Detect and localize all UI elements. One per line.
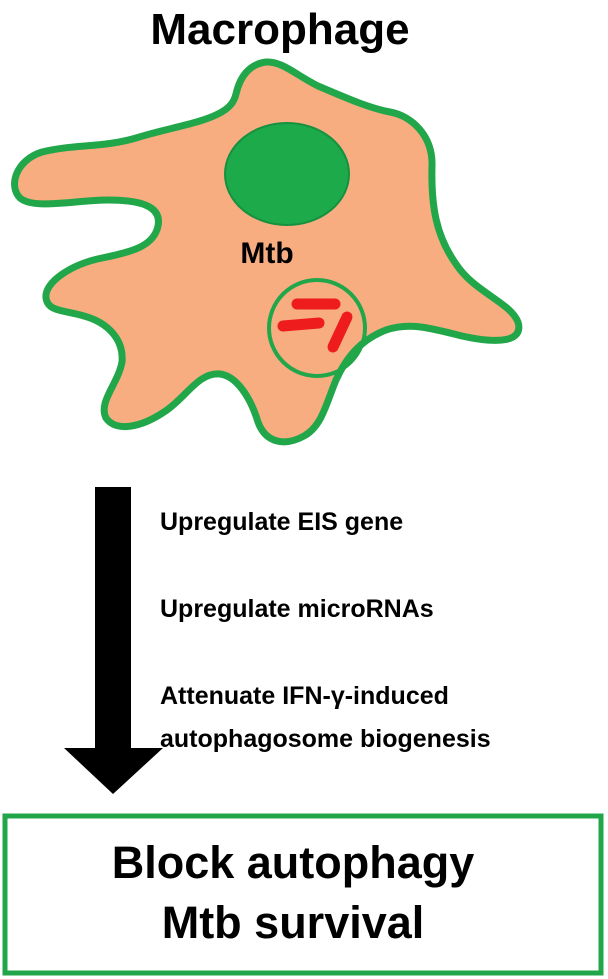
- nucleus: [224, 122, 350, 226]
- phagosome: [267, 278, 367, 378]
- macrophage-cell: [11, 58, 523, 446]
- step-autophagosome-biogenesis: autophagosome biogenesis: [160, 725, 491, 753]
- step-upregulate-eis: Upregulate EIS gene: [160, 508, 403, 536]
- diagram-title: Macrophage: [150, 5, 409, 54]
- mtb-label: Mtb: [240, 237, 293, 270]
- step-attenuate-ifn-gamma: Attenuate IFN-γ-induced: [160, 682, 449, 710]
- outcome-box: [2, 813, 604, 976]
- step-upregulate-micrornas: Upregulate microRNAs: [160, 595, 434, 623]
- process-arrow: [64, 487, 163, 794]
- outcome-mtb-survival: Mtb survival: [162, 897, 425, 948]
- outcome-block-autophagy: Block autophagy: [112, 837, 475, 888]
- mtb-bacterium: [327, 311, 353, 353]
- mtb-bacterium: [277, 317, 325, 332]
